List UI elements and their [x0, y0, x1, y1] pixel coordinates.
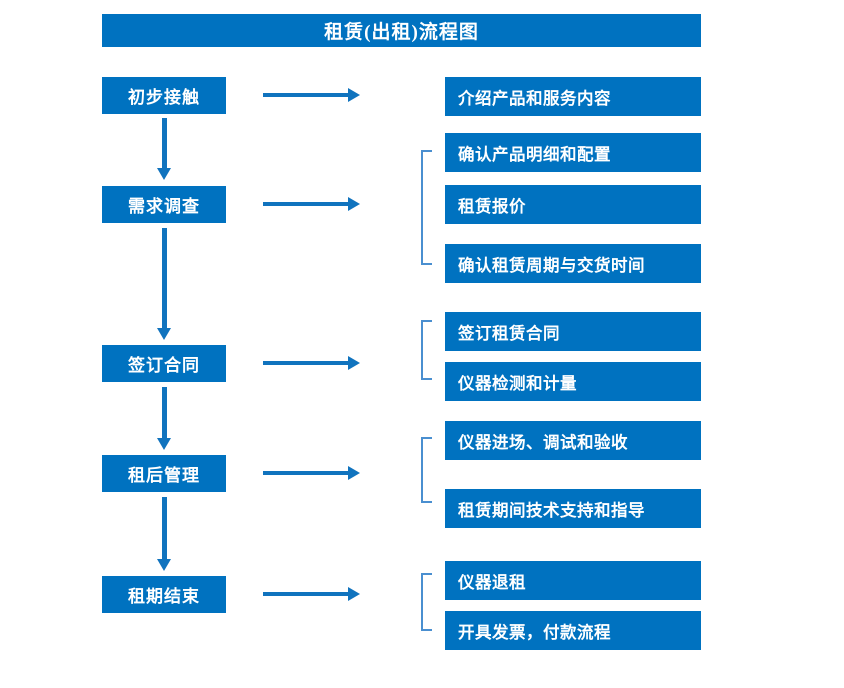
arrow-shaft — [263, 93, 349, 97]
task-box-9[interactable]: 仪器退租 — [445, 561, 701, 600]
arrow-head — [348, 587, 360, 601]
arrow-shaft — [162, 387, 167, 438]
stage-box-1[interactable]: 初步接触 — [102, 77, 226, 114]
vertical-arrow-2 — [157, 228, 172, 340]
arrow-head — [157, 438, 171, 450]
arrow-shaft — [263, 202, 349, 206]
stage-box-5[interactable]: 租期结束 — [102, 576, 226, 613]
horizontal-arrow-2 — [263, 197, 360, 211]
arrow-head — [348, 197, 360, 211]
task-box-6[interactable]: 仪器检测和计量 — [445, 362, 701, 401]
group-bracket-3 — [421, 437, 432, 503]
arrow-head — [157, 168, 171, 180]
task-box-4[interactable]: 确认租赁周期与交货时间 — [445, 244, 701, 283]
arrow-shaft — [162, 497, 167, 559]
task-box-5[interactable]: 签订租赁合同 — [445, 312, 701, 351]
task-box-1[interactable]: 介绍产品和服务内容 — [445, 77, 701, 116]
arrow-shaft — [162, 118, 167, 168]
vertical-arrow-1 — [157, 118, 172, 180]
arrow-shaft — [162, 228, 167, 328]
arrow-head — [348, 466, 360, 480]
stage-box-2[interactable]: 需求调查 — [102, 186, 226, 223]
arrow-head — [348, 88, 360, 102]
arrow-shaft — [263, 471, 349, 475]
arrow-head — [157, 559, 171, 571]
horizontal-arrow-4 — [263, 466, 360, 480]
arrow-head — [157, 328, 171, 340]
horizontal-arrow-1 — [263, 88, 360, 102]
page-title: 租赁(出租)流程图 — [102, 14, 701, 47]
task-box-3[interactable]: 租赁报价 — [445, 185, 701, 224]
arrow-shaft — [263, 592, 349, 596]
horizontal-arrow-3 — [263, 356, 360, 370]
arrow-head — [348, 356, 360, 370]
group-bracket-1 — [421, 150, 432, 265]
stage-box-4[interactable]: 租后管理 — [102, 455, 226, 492]
group-bracket-2 — [421, 320, 432, 380]
task-box-7[interactable]: 仪器进场、调试和验收 — [445, 421, 701, 460]
stage-box-3[interactable]: 签订合同 — [102, 345, 226, 382]
task-box-10[interactable]: 开具发票，付款流程 — [445, 611, 701, 650]
task-box-2[interactable]: 确认产品明细和配置 — [445, 133, 701, 172]
task-box-8[interactable]: 租赁期间技术支持和指导 — [445, 489, 701, 528]
vertical-arrow-4 — [157, 497, 172, 571]
horizontal-arrow-5 — [263, 587, 360, 601]
group-bracket-4 — [421, 573, 432, 631]
vertical-arrow-3 — [157, 387, 172, 450]
arrow-shaft — [263, 361, 349, 365]
